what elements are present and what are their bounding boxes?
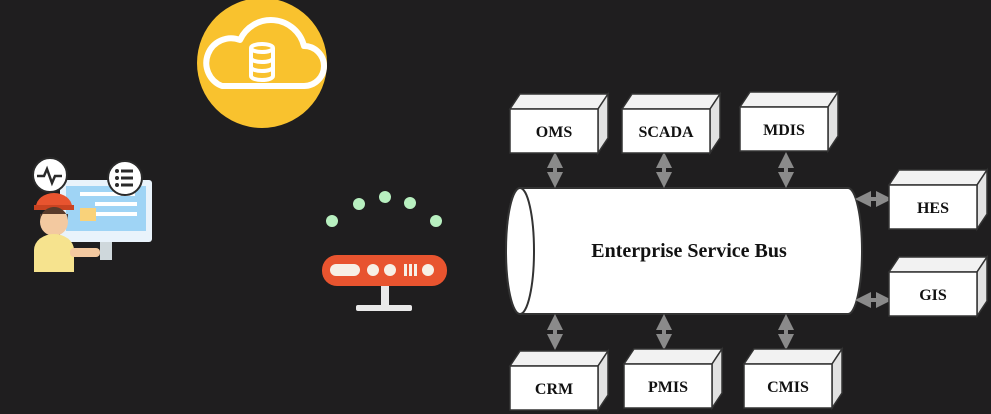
system-box-scada: SCADA [620,91,722,156]
system-box-label: PMIS [648,379,688,396]
connectors [547,152,892,350]
system-box-hes: HES [887,167,989,232]
bus-label: Enterprise Service Bus [591,240,787,262]
system-box-oms: OMS [508,91,610,156]
system-box-crm: CRM [508,348,610,413]
enterprise-service-bus: Enterprise Service Bus [505,187,863,315]
system-box-label: MDIS [763,122,805,139]
wifi-router-icon [322,191,447,311]
system-box-gis: GIS [887,254,989,319]
system-box-label: GIS [919,287,947,304]
system-box-label: CRM [535,381,573,398]
engineer-at-monitor-icon [32,157,152,272]
system-box-label: CMIS [767,379,809,396]
system-box-pmis: PMIS [622,346,724,411]
system-box-mdis: MDIS [738,89,840,154]
system-box-label: SCADA [638,124,694,141]
cloud-database-icon [197,0,327,128]
system-box-cmis: CMIS [742,346,844,411]
system-box-label: OMS [536,124,573,141]
system-box-label: HES [917,200,949,217]
